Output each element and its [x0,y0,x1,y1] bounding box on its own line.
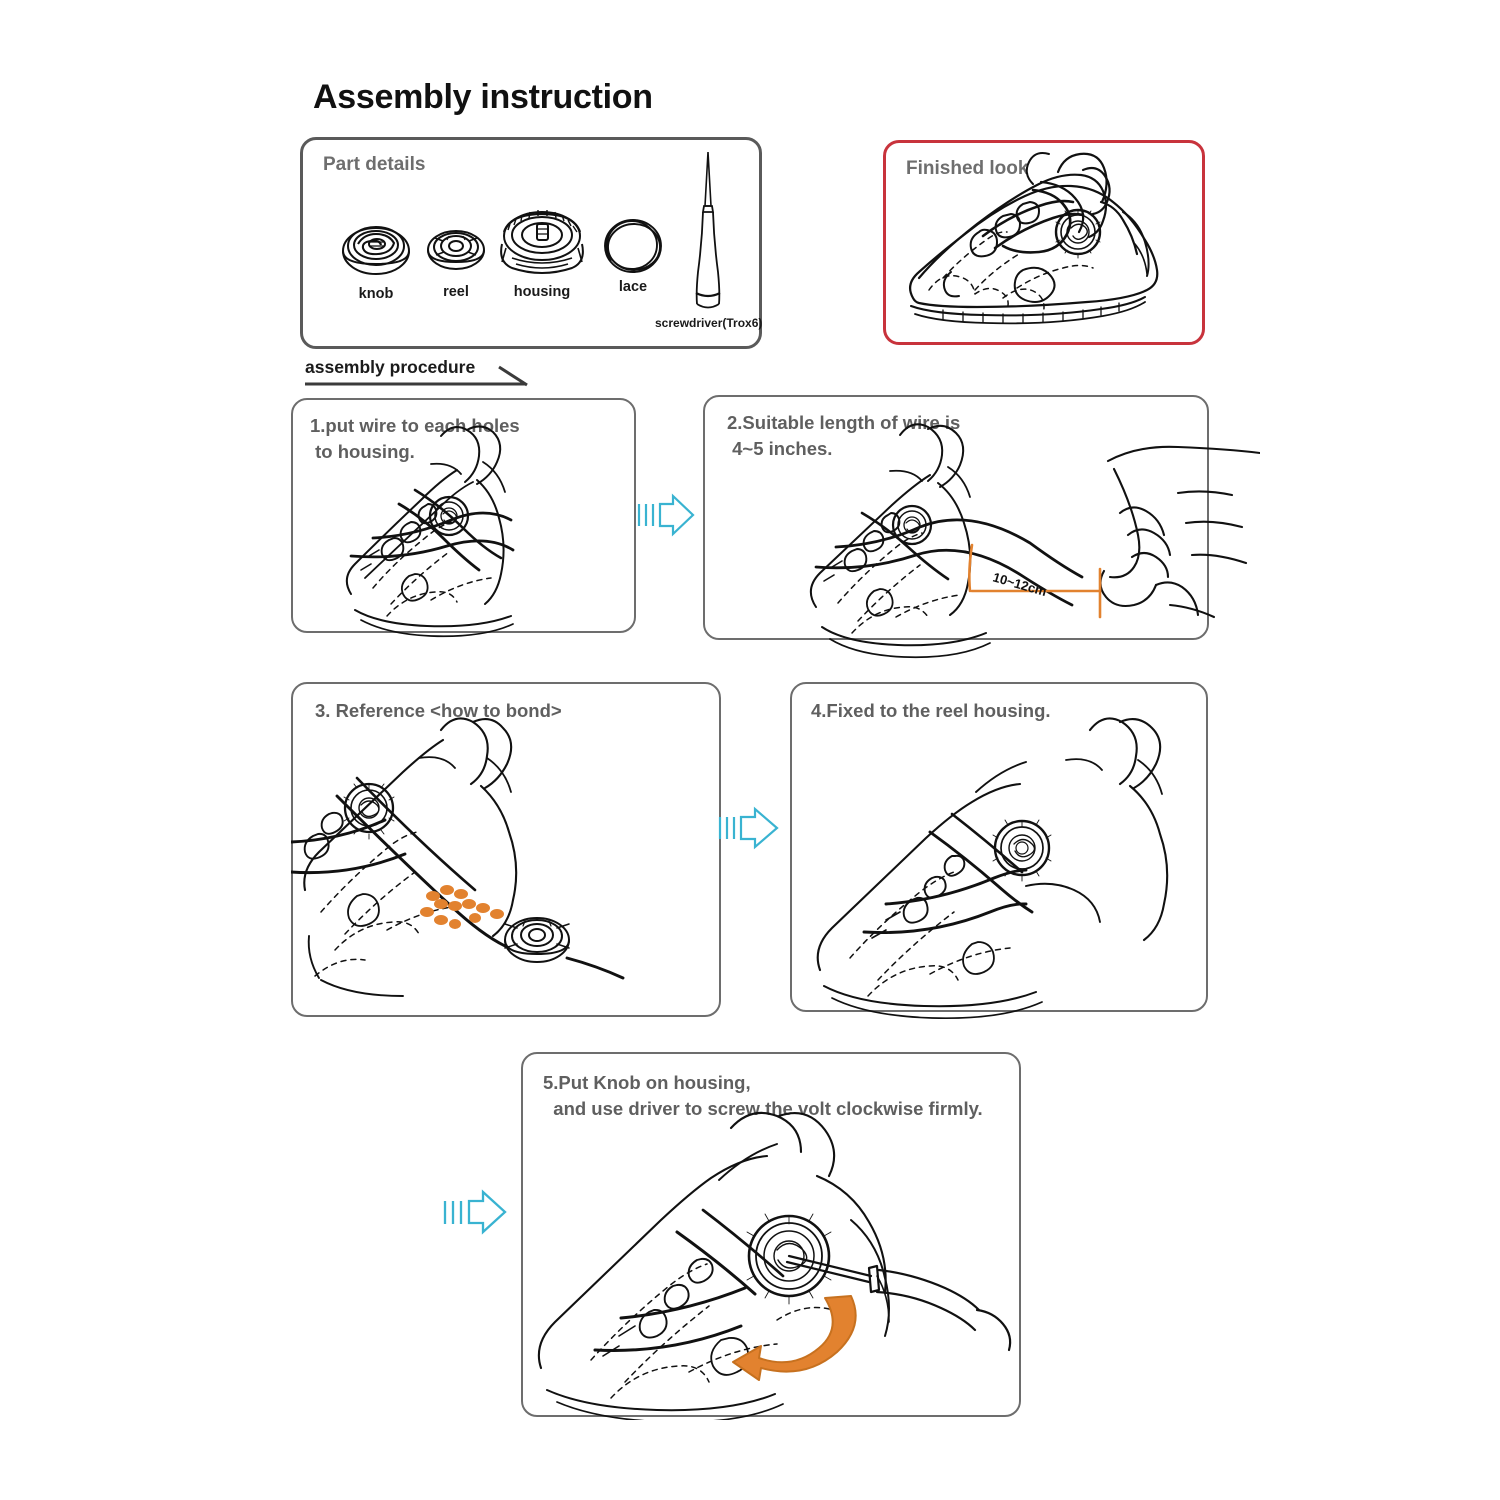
part-caption: reel [443,284,469,300]
finished-look-panel: Finished look [883,140,1205,345]
step-5-label: 5.Put Knob on housing, and use driver to… [543,1072,983,1119]
step-1-panel: 1.put wire to each holes to housing. [291,398,636,633]
part-reel: reel [415,222,497,300]
step-2-label: 2.Suitable length of wire is 4~5 inches. [727,412,961,459]
knob-dial-icon [342,226,410,275]
part-details-panel: Part details knob [300,137,762,349]
part-lace: lace [591,215,675,295]
reel-spool-icon [427,230,485,270]
finished-look-label: Finished look [906,158,1029,179]
part-screwdriver: screwdriver(Trox6) [655,148,763,330]
part-details-label: Part details [323,154,426,175]
assembly-procedure-header: assembly procedure [303,357,538,391]
part-caption: knob [358,286,394,302]
arrow-step3-to-step4 [718,806,779,850]
part-housing: housing [488,202,596,300]
step-3-panel: 3. Reference <how to bond> [291,682,721,1017]
reel-housing-icon [500,210,584,274]
part-caption: screwdriver(Trox6) [655,316,763,330]
step-4-panel: 4.Fixed to the reel housing. [790,682,1208,1012]
page-title: Assembly instruction [313,78,653,116]
arrow-step1-to-step2 [637,493,695,537]
assembly-procedure-label: assembly procedure [305,357,476,377]
step-1-label: 1.put wire to each holes to housing. [310,415,520,462]
step-3-label: 3. Reference <how to bond> [315,700,562,721]
part-knob: knob [331,218,421,302]
part-caption: lace [618,279,648,295]
screwdriver-icon [695,151,721,309]
part-caption: housing [513,284,571,300]
step-5-panel: 5.Put Knob on housing, and use driver to… [521,1052,1021,1417]
arrow-step4-to-step5 [443,1189,507,1235]
lace-coil-icon [604,219,662,273]
assembly-procedure-arrow-icon [305,365,528,387]
step-2-panel: 2.Suitable length of wire is 4~5 inches. [703,395,1209,640]
step-4-label: 4.Fixed to the reel housing. [811,700,1051,721]
